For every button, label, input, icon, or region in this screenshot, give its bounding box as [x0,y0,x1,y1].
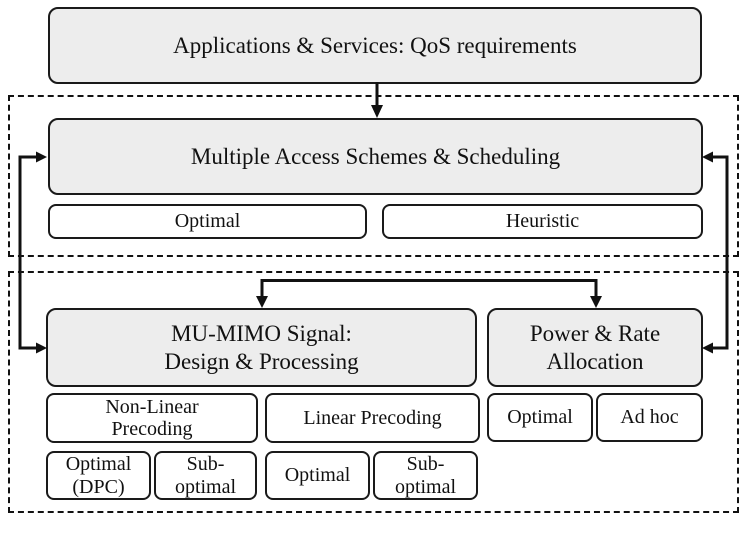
linear-precoding-box: Linear Precoding [265,393,480,443]
precoding-suboptimal-box-2: Sub- optimal [373,451,478,500]
linear-precoding-label: Linear Precoding [303,406,442,429]
scheduling-section-border [8,95,739,257]
precoding-optimal-dpc-box: Optimal (DPC) [46,451,151,500]
allocation-optimal-label: Optimal [507,406,573,429]
non-linear-precoding-label: Non-Linear Precoding [105,395,199,440]
scheduling-optimal-label: Optimal [174,210,241,233]
mu-mimo-label: MU-MIMO Signal: Design & Processing [164,321,359,374]
applications-services-box: Applications & Services: QoS requirement… [48,7,702,84]
applications-services-label: Applications & Services: QoS requirement… [173,32,577,58]
precoding-suboptimal-box-1: Sub- optimal [154,451,257,500]
multiple-access-label: Multiple Access Schemes & Scheduling [190,143,561,169]
non-linear-precoding-box: Non-Linear Precoding [46,393,258,443]
mu-mimo-box: MU-MIMO Signal: Design & Processing [46,308,477,387]
allocation-adhoc-box: Ad hoc [596,393,703,442]
multiple-access-box: Multiple Access Schemes & Scheduling [48,118,703,195]
scheduling-heuristic-label: Heuristic [505,210,580,233]
precoding-optimal-box-2: Optimal [265,451,370,500]
power-rate-label: Power & Rate Allocation [529,321,661,374]
precoding-suboptimal-label-2: Sub- optimal [394,453,457,498]
signal-power-section-border [8,271,739,513]
allocation-optimal-box: Optimal [487,393,593,442]
scheduling-heuristic-box: Heuristic [382,204,703,239]
power-rate-box: Power & Rate Allocation [487,308,703,387]
precoding-suboptimal-label-1: Sub- optimal [174,453,237,498]
scheduling-optimal-box: Optimal [48,204,367,239]
precoding-optimal-label-2: Optimal [284,464,351,487]
allocation-adhoc-label: Ad hoc [620,406,679,429]
precoding-optimal-dpc-label: Optimal (DPC) [65,453,132,498]
